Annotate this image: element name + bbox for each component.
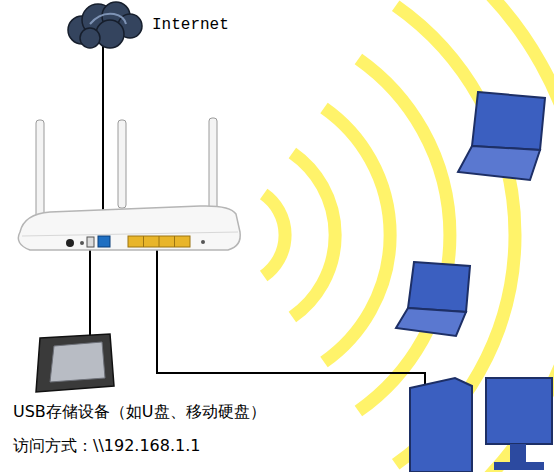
desktop-pc [410,378,552,472]
usb-cable [89,245,91,336]
pc-monitor [486,378,552,444]
monitor-base [494,462,544,470]
cloud-shape [68,2,142,48]
button [80,241,84,245]
usb-port [87,237,94,247]
router-edge [22,232,238,236]
usb-drive [36,334,114,392]
pc-tower [410,378,472,472]
port-divider [143,236,144,247]
cloud-highlight [90,14,126,24]
wifi-arc [264,194,285,276]
drive-body [36,334,114,392]
laptop-middle [396,262,470,336]
reset-button [201,240,205,244]
laptop-screen [408,262,470,312]
lan-ports [128,236,190,247]
wifi-arc [324,108,390,362]
node-label: 访问方式：\\192.168.1.1 [13,436,200,457]
router-body [18,206,240,250]
antenna [118,120,126,208]
laptop-top [458,92,545,180]
laptop-keyboard [458,146,540,180]
power-jack [66,239,74,247]
wifi-arc [358,59,450,411]
cloud-puff [96,20,124,48]
node-label: USB存储设备（如U盘、移动硬盘） [13,402,266,423]
node-label: Internet [152,16,229,34]
wifi-waves [264,0,554,472]
laptop-keyboard [396,308,466,336]
cloud-node: Internet [60,0,240,52]
monitor-stand [510,444,526,464]
lan-cable [157,245,425,385]
port-divider [174,236,175,247]
drive-face [50,342,105,382]
storage-node: USB存储设备（如U盘、移动硬盘） 访问方式：\\192.168.1.1 [10,330,360,470]
router [18,118,240,250]
antenna [209,118,217,216]
wifi-arc [292,153,335,317]
laptop-screen [472,92,545,150]
wan-port [98,236,110,247]
port-divider [159,236,160,247]
cloud-puff [80,28,100,48]
